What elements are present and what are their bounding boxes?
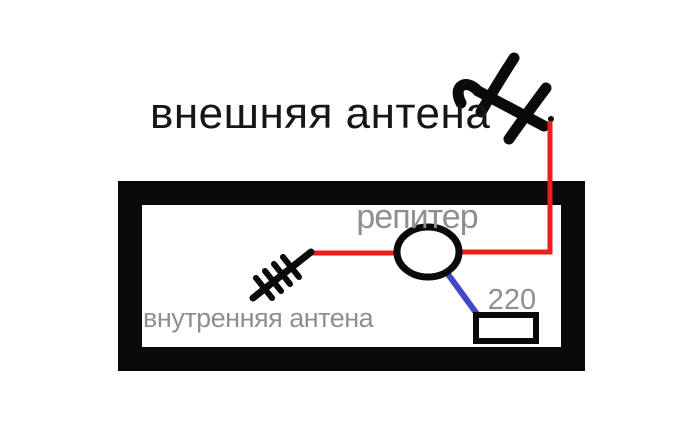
external-antenna-element-2 <box>503 82 552 145</box>
external-antenna-icon <box>452 52 552 145</box>
external-antenna-label: внешняя антена <box>150 89 490 138</box>
rf-cable-outdoor <box>461 121 553 255</box>
internal-antenna-element-2 <box>262 268 284 294</box>
cable-feed-point-dot <box>548 116 554 122</box>
outlet-box <box>473 312 539 344</box>
internal-antenna-element-1 <box>253 275 275 301</box>
internal-antenna-element-4 <box>280 254 302 280</box>
external-antenna-element-1 <box>475 52 520 118</box>
room-wall <box>118 181 585 371</box>
internal-antenna-label: внутренняя антена <box>143 303 375 333</box>
repeater-circle <box>393 223 463 281</box>
internal-antenna-icon <box>249 248 315 302</box>
repeater-label: репитер <box>356 198 477 236</box>
internal-antenna-element-3 <box>271 261 293 287</box>
outlet-voltage-label: 220 <box>488 284 536 316</box>
external-antenna-boom <box>452 79 550 132</box>
